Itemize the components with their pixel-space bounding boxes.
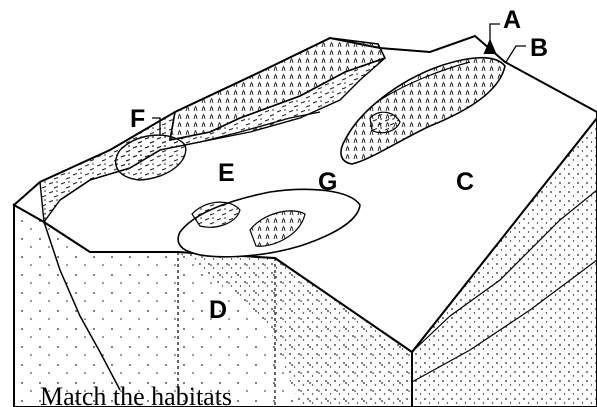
- pointer-a: [490, 24, 500, 42]
- label-g: G: [318, 168, 337, 196]
- label-f: F: [130, 105, 145, 133]
- pointer-b: [506, 46, 526, 62]
- label-c: C: [456, 168, 474, 196]
- instruction-caption: Match the habitats: [40, 382, 232, 407]
- label-b: B: [530, 34, 548, 62]
- label-e: E: [218, 159, 235, 187]
- label-a: A: [503, 6, 521, 34]
- label-d: D: [209, 296, 227, 324]
